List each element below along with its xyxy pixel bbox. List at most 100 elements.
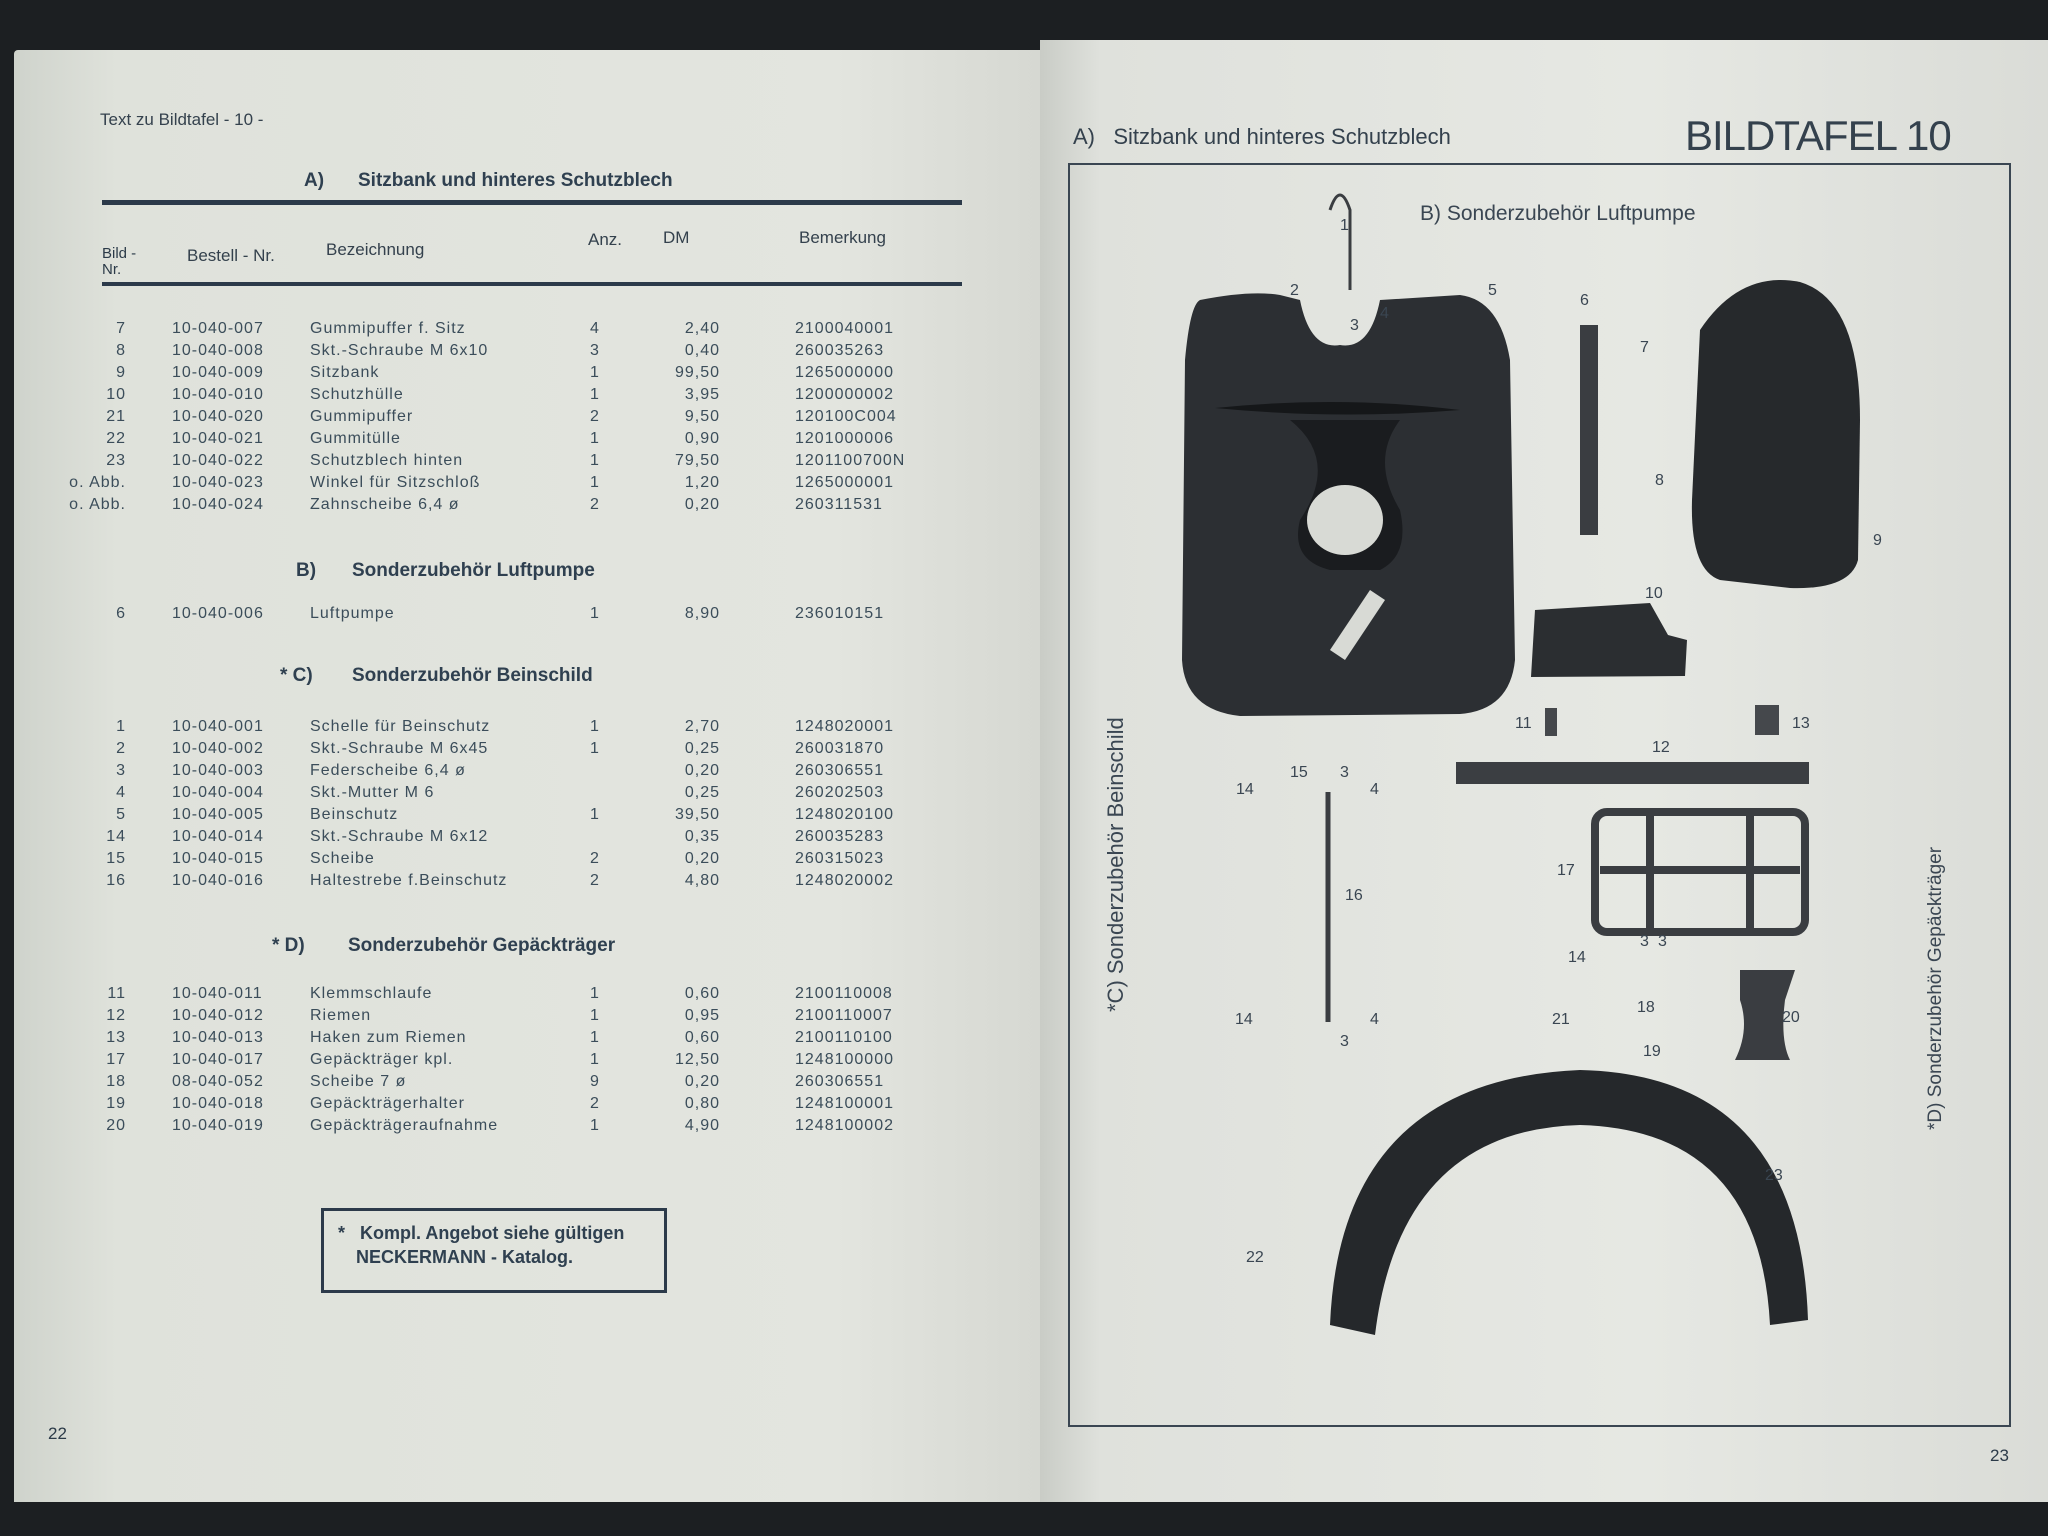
cell-bezeichnung: Skt.-Schraube M 6x45 bbox=[310, 740, 489, 757]
cell-bezeichnung: Zahnscheibe 6,4 ø bbox=[310, 496, 460, 513]
cell-bemerkung: 1248100000 bbox=[795, 1051, 894, 1068]
cell-bestell-nr: 10-040-009 bbox=[172, 364, 264, 381]
col-header-anz: Anz. bbox=[588, 230, 623, 249]
cell-bemerkung: 260306551 bbox=[795, 1073, 885, 1090]
cell-bemerkung: 2100110007 bbox=[795, 1007, 893, 1024]
cell-bild-nr: 11 bbox=[107, 985, 126, 1002]
callout-number: 19 bbox=[1643, 1043, 1661, 1060]
cell-anz: 2 bbox=[590, 872, 600, 889]
cover-drawing bbox=[1531, 603, 1687, 677]
cell-bemerkung: 2100110008 bbox=[795, 985, 893, 1002]
callout-number: 3 bbox=[1350, 317, 1359, 334]
cell-bestell-nr: 10-040-022 bbox=[172, 452, 264, 469]
cell-bestell-nr: 10-040-007 bbox=[172, 320, 264, 337]
header-rule-top bbox=[102, 200, 962, 205]
cell-bestell-nr: 10-040-023 bbox=[172, 474, 264, 491]
cell-bild-nr: 6 bbox=[116, 605, 126, 622]
cell-bestell-nr: 10-040-013 bbox=[172, 1029, 264, 1046]
cell-dm: 0,60 bbox=[684, 985, 720, 1002]
cell-bemerkung: 2100040001 bbox=[795, 320, 894, 337]
callout-number: 23 bbox=[1765, 1167, 1783, 1184]
callout-number: 9 bbox=[1873, 532, 1882, 549]
cell-bild-nr: 4 bbox=[116, 784, 126, 801]
note-star: * bbox=[338, 1223, 346, 1243]
cell-bild-nr: o. Abb. bbox=[69, 496, 126, 513]
cell-dm: 0,20 bbox=[684, 762, 720, 779]
cell-bestell-nr: 10-040-005 bbox=[172, 806, 264, 823]
cell-bemerkung: 1201000006 bbox=[795, 430, 894, 447]
cell-anz: 2 bbox=[590, 850, 600, 867]
cell-bemerkung: 260035263 bbox=[795, 342, 885, 359]
section-label: B) bbox=[296, 560, 317, 581]
cell-bestell-nr: 10-040-019 bbox=[172, 1117, 264, 1134]
cell-anz: 1 bbox=[590, 985, 600, 1002]
cell-dm: 0,25 bbox=[684, 784, 720, 801]
cell-dm: 3,95 bbox=[684, 386, 720, 403]
cell-bild-nr: 16 bbox=[106, 872, 126, 889]
cell-bemerkung: 1265000000 bbox=[795, 364, 894, 381]
cell-anz: 2 bbox=[590, 1095, 600, 1112]
cell-anz: 1 bbox=[590, 364, 600, 381]
cell-anz: 2 bbox=[590, 496, 600, 513]
strap-drawing bbox=[1456, 762, 1809, 784]
cell-bezeichnung: Schutzhülle bbox=[310, 386, 404, 403]
cell-bemerkung: 1248020100 bbox=[795, 806, 894, 823]
cell-bild-nr: 3 bbox=[116, 762, 126, 779]
cell-bild-nr: 5 bbox=[116, 806, 126, 823]
cell-bestell-nr: 10-040-012 bbox=[172, 1007, 264, 1024]
cell-bezeichnung: Gepäckträgeraufnahme bbox=[310, 1117, 499, 1134]
col-header-bild: Bild - Nr. bbox=[102, 245, 137, 278]
cell-bild-nr: o. Abb. bbox=[69, 474, 126, 491]
col-header-bestell: Bestell - Nr. bbox=[187, 246, 275, 265]
note-line-1: Kompl. Angebot siehe gültigen bbox=[360, 1223, 625, 1243]
cell-anz: 2 bbox=[590, 408, 600, 425]
page-number-left: 22 bbox=[48, 1424, 67, 1443]
section-title: Sonderzubehör Luftpumpe bbox=[352, 560, 595, 581]
cell-bild-nr: 13 bbox=[106, 1029, 126, 1046]
cell-anz: 1 bbox=[590, 1007, 600, 1024]
note-line-2: NECKERMANN - Katalog. bbox=[356, 1247, 574, 1267]
cell-bild-nr: 18 bbox=[106, 1073, 126, 1090]
callout-number: 4 bbox=[1380, 305, 1389, 322]
callout-number: 1 bbox=[1340, 217, 1349, 234]
cell-dm: 8,90 bbox=[684, 605, 720, 622]
callout-number: 8 bbox=[1655, 472, 1664, 489]
cell-bild-nr: 8 bbox=[116, 342, 126, 359]
cell-dm: 0,20 bbox=[684, 850, 720, 867]
cell-bild-nr: 21 bbox=[106, 408, 126, 425]
cell-bezeichnung: Gummipuffer f. Sitz bbox=[310, 320, 466, 337]
callout-number: 3 bbox=[1658, 933, 1667, 950]
cell-bemerkung: 1248020002 bbox=[795, 872, 894, 889]
cell-bemerkung: 120100C004 bbox=[795, 408, 897, 425]
callout-number: 21 bbox=[1552, 1011, 1570, 1028]
cell-bild-nr: 12 bbox=[106, 1007, 126, 1024]
section-title: Sonderzubehör Gepäckträger bbox=[348, 935, 616, 956]
header-rule-bottom bbox=[102, 282, 962, 286]
cell-bemerkung: 1248100002 bbox=[795, 1117, 894, 1134]
cell-dm: 79,50 bbox=[674, 452, 720, 469]
cell-bild-nr: 1 bbox=[116, 718, 126, 735]
cell-dm: 0,20 bbox=[684, 1073, 720, 1090]
cell-dm: 0,60 bbox=[684, 1029, 720, 1046]
callout-number: 10 bbox=[1645, 585, 1663, 602]
cell-bestell-nr: 10-040-017 bbox=[172, 1051, 264, 1068]
cell-dm: 0,80 bbox=[684, 1095, 720, 1112]
callout-number: 3 bbox=[1640, 933, 1649, 950]
cell-bild-nr: 17 bbox=[106, 1051, 126, 1068]
cell-dm: 99,50 bbox=[674, 364, 720, 381]
page-number-right: 23 bbox=[1990, 1446, 2009, 1465]
col-header-bezeichnung: Bezeichnung bbox=[326, 240, 425, 259]
cell-dm: 0,90 bbox=[684, 430, 720, 447]
cell-bestell-nr: 10-040-004 bbox=[172, 784, 264, 801]
